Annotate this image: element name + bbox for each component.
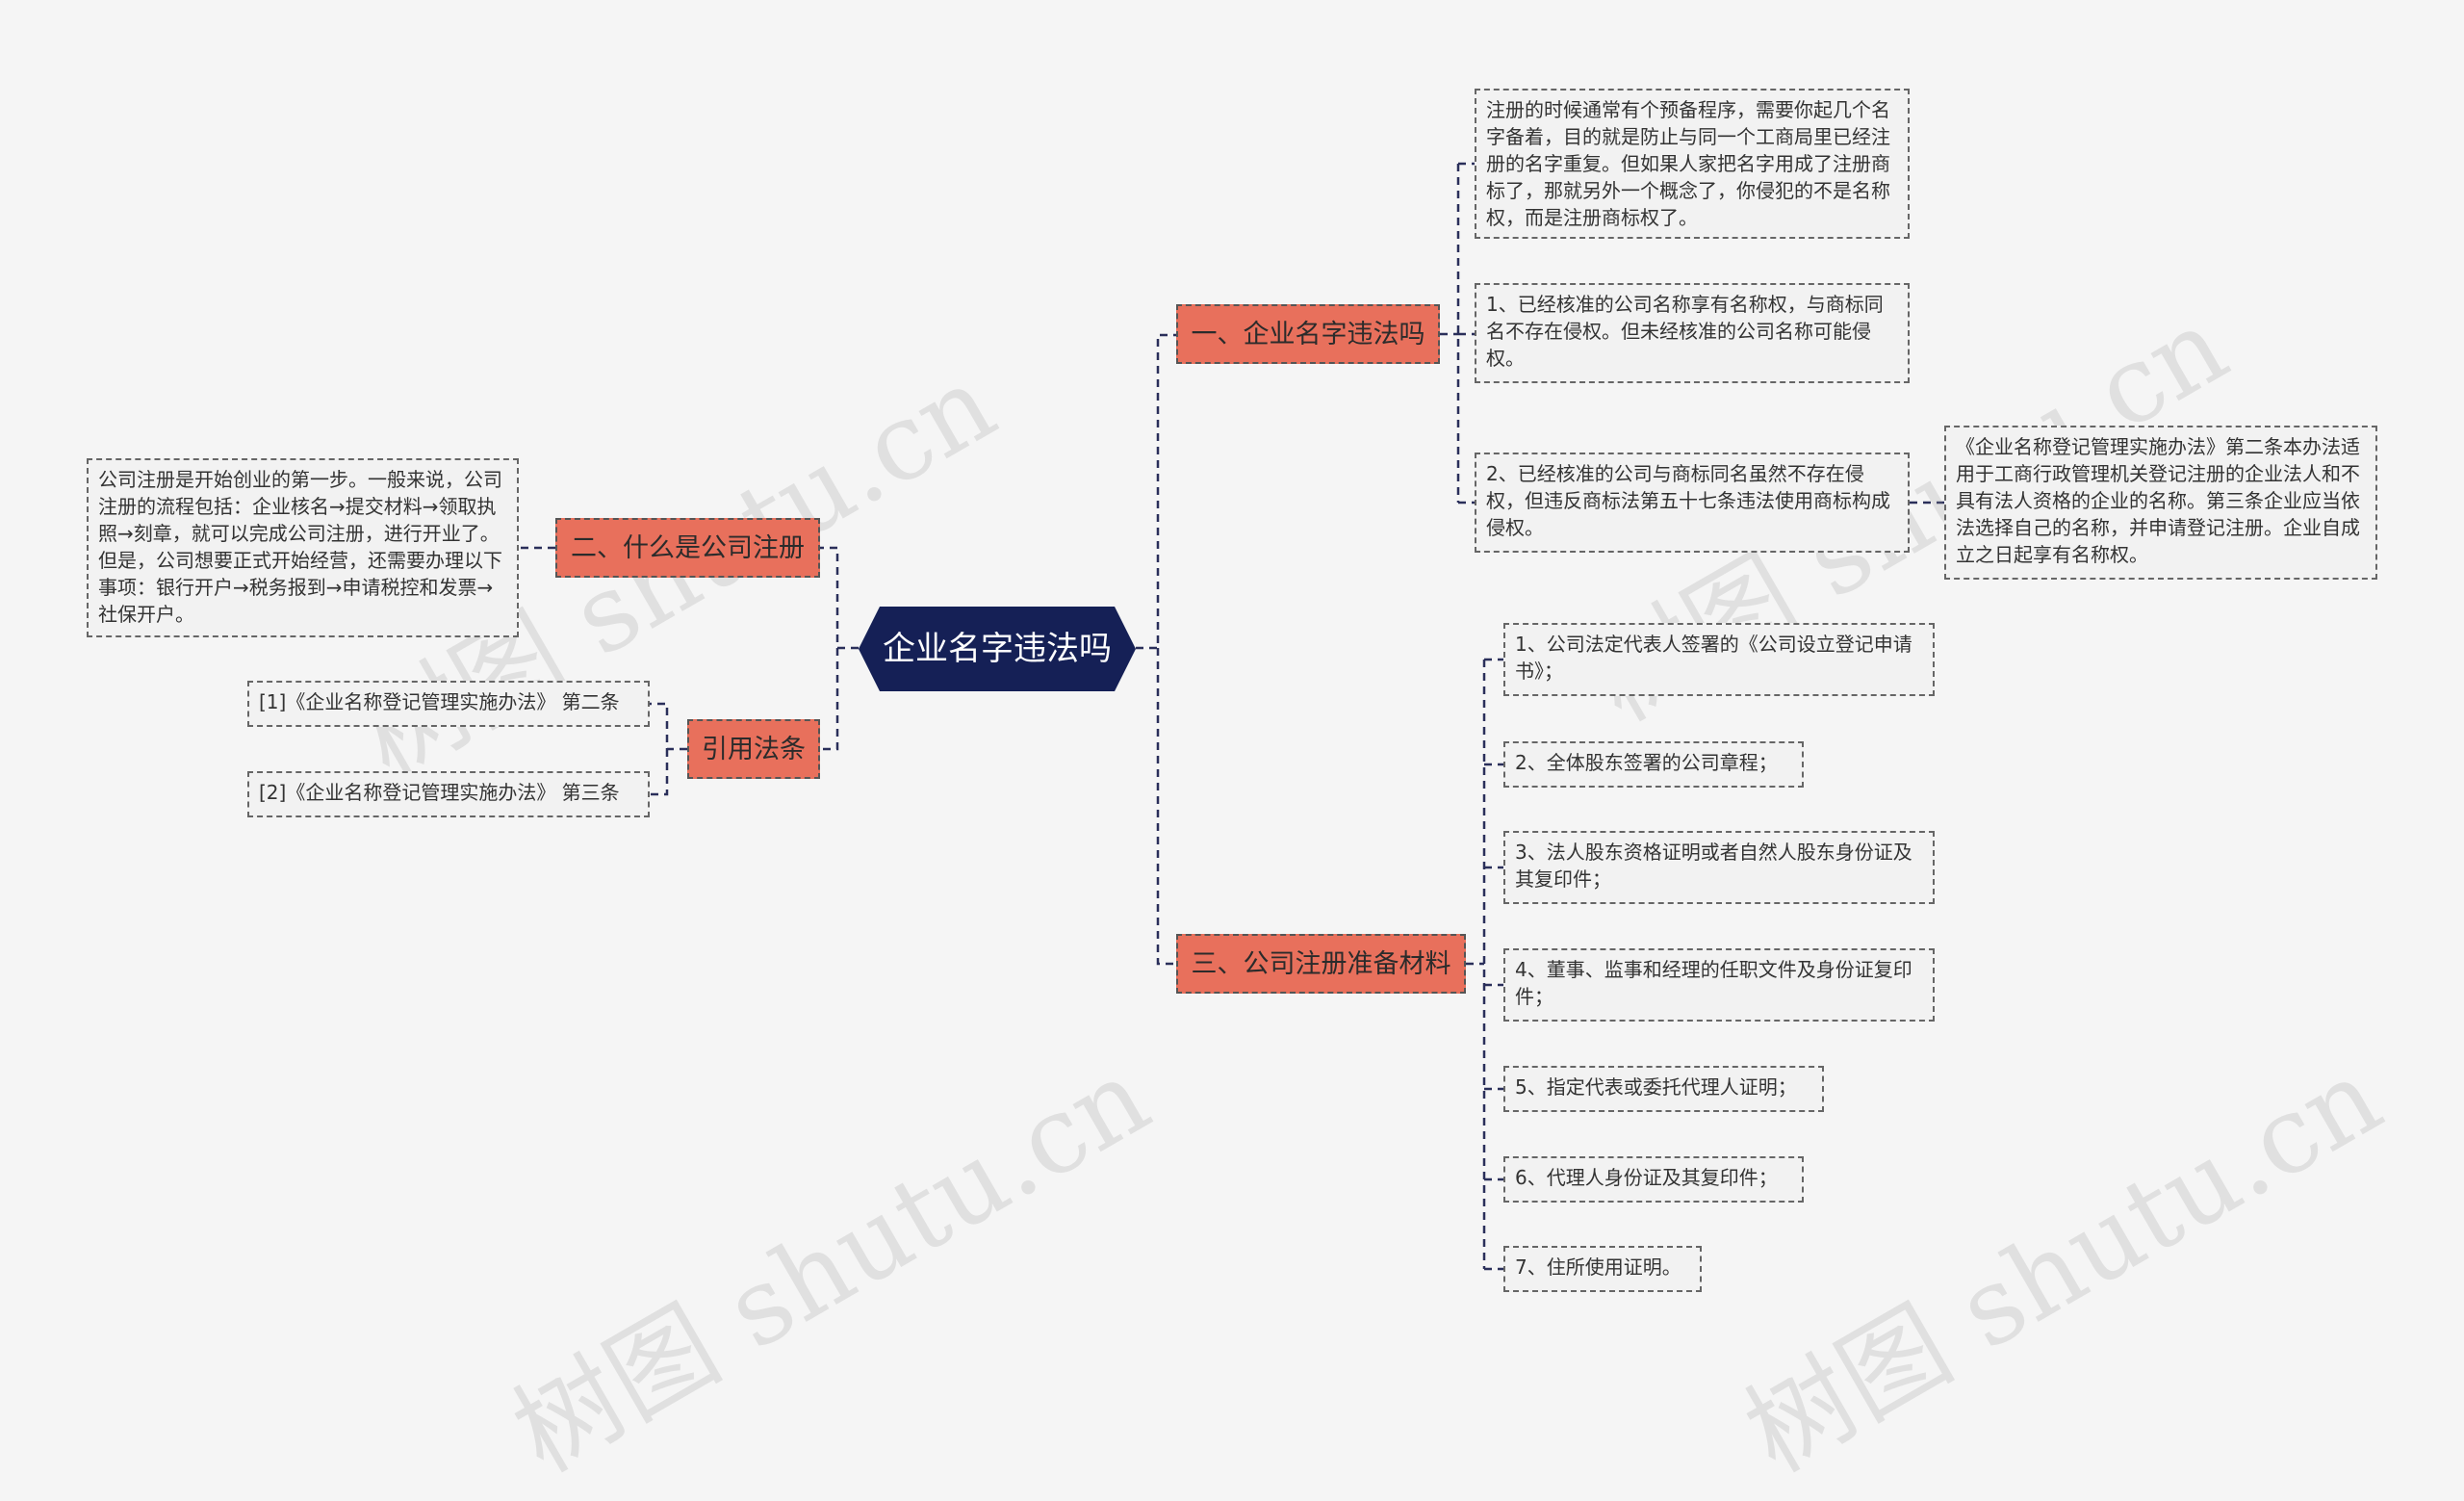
leaf-law-article-2[interactable]: [1]《企业名称登记管理实施办法》 第二条: [247, 681, 650, 727]
leaf-material-4[interactable]: 4、董事、监事和经理的任职文件及身份证复印件；: [1503, 948, 1935, 1022]
branch-enterprise-name-illegal[interactable]: 一、企业名字违法吗: [1176, 304, 1440, 364]
leaf-regulation-articles[interactable]: 《企业名称登记管理实施办法》第二条本办法适用于工商行政管理机关登记注册的企业法人…: [1944, 426, 2377, 580]
leaf-material-6[interactable]: 6、代理人身份证及其复印件；: [1503, 1156, 1804, 1203]
leaf-material-3[interactable]: 3、法人股东资格证明或者自然人股东身份证及其复印件；: [1503, 831, 1935, 904]
leaf-trademark-infringement[interactable]: 2、已经核准的公司与商标同名虽然不存在侵权，但违反商标法第五十七条违法使用商标构…: [1475, 453, 1910, 553]
connector-b1-leaves: [1440, 162, 1475, 505]
leaf-material-7[interactable]: 7、住所使用证明。: [1503, 1246, 1702, 1292]
connector-root-right: [1136, 333, 1176, 966]
leaf-material-2[interactable]: 2、全体股东签署的公司章程；: [1503, 741, 1804, 788]
branch-what-is-company-registration[interactable]: 二、什么是公司注册: [555, 518, 820, 578]
branch-cited-laws[interactable]: 引用法条: [687, 719, 820, 779]
leaf-name-preparation[interactable]: 注册的时候通常有个预备程序，需要你起几个名字备着，目的就是防止与同一个工商局里已…: [1475, 89, 1910, 239]
connector-lines: [519, 162, 1944, 1271]
root-node[interactable]: 企业名字违法吗: [859, 607, 1136, 691]
leaf-material-1[interactable]: 1、公司法定代表人签署的《公司设立登记申请书》；: [1503, 623, 1935, 696]
connector-b4-leaves: [1466, 658, 1503, 1271]
connector-b3-leaves: [650, 702, 687, 796]
leaf-approved-name-right[interactable]: 1、已经核准的公司名称享有名称权，与商标同名不存在侵权。但未经核准的公司名称可能…: [1475, 283, 1910, 383]
leaf-material-5[interactable]: 5、指定代表或委托代理人证明；: [1503, 1066, 1824, 1112]
leaf-registration-process[interactable]: 公司注册是开始创业的第一步。一般来说，公司注册的流程包括：企业核名→提交材料→领…: [87, 458, 519, 637]
branch-registration-materials[interactable]: 三、公司注册准备材料: [1176, 934, 1466, 994]
connector-root-left: [820, 546, 859, 751]
leaf-law-article-3[interactable]: [2]《企业名称登记管理实施办法》 第三条: [247, 771, 650, 817]
